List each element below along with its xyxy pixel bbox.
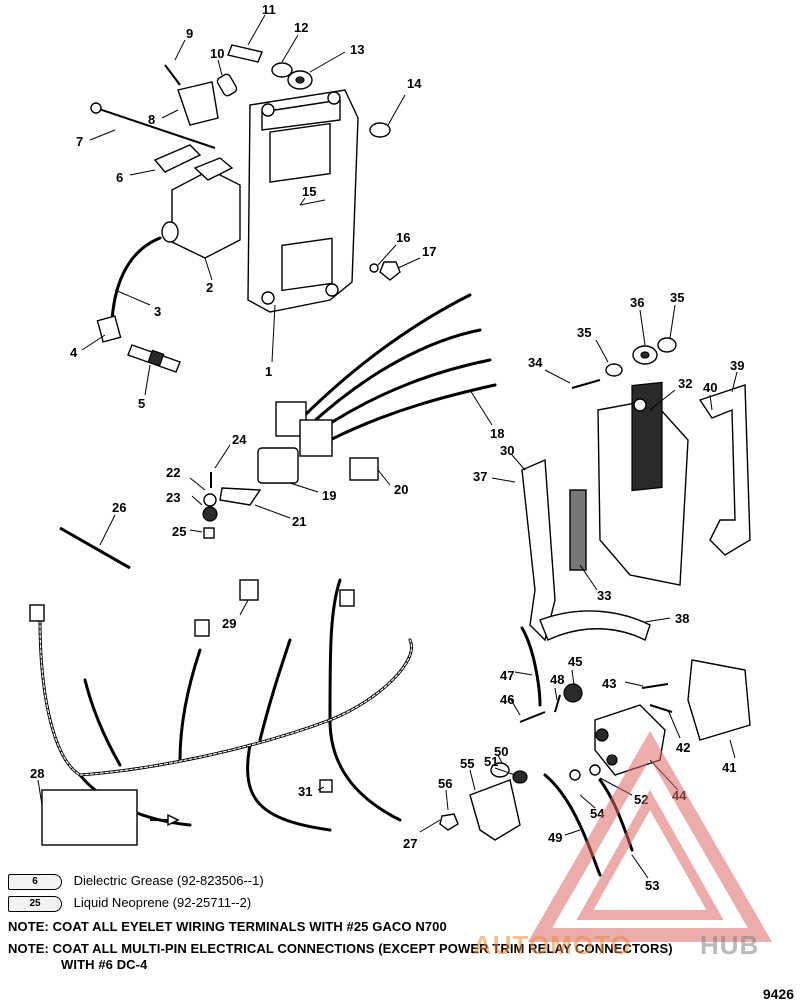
callout-28: 28 [30,766,44,781]
callout-55: 55 [460,756,474,771]
engine-wiring-harness [29,578,413,846]
callout-15: 15 [302,184,316,199]
spark-plug [127,344,181,373]
callout-16: 16 [396,230,410,245]
callout-3: 3 [154,304,161,319]
tube-icon: 25 [8,895,62,912]
watermark-logo [527,731,773,942]
callout-32: 32 [678,376,692,391]
callout-26: 26 [112,500,126,515]
callout-25: 25 [172,524,186,539]
callout-39: 39 [730,358,744,373]
legend-text: Liquid Neoprene (92-25711--2) [73,895,252,910]
figure-number: 9426 [762,986,794,1002]
note-1: NOTE: COAT ALL EYELET WIRING TERMINALS W… [8,919,447,934]
callout-17: 17 [422,244,436,259]
callout-7: 7 [76,134,83,149]
callout-36: 36 [630,295,644,310]
callout-51: 51 [484,754,498,769]
callout-35a: 35 [577,325,591,340]
callout-50: 50 [494,744,508,759]
legend-row-neoprene: 25 Liquid Neoprene (92-25711--2) [8,895,251,912]
callout-37: 37 [473,469,487,484]
callout-9: 9 [186,26,193,41]
tube-icon: 6 [8,873,62,890]
callout-8: 8 [148,112,155,127]
callout-48: 48 [550,672,564,687]
callout-49: 49 [548,830,562,845]
callout-46: 46 [500,692,514,707]
leader-lines [37,14,738,879]
callout-18: 18 [490,426,504,441]
sensor-bracket [177,81,219,126]
watermark-left: AUTOMOTO [473,930,632,960]
mounting-plate-41 [687,659,751,741]
terminal-cover [469,779,521,841]
note-2: NOTE: COAT ALL MULTI-PIN ELECTRICAL CONN… [8,941,673,956]
callout-56: 56 [438,776,452,791]
callout-33: 33 [597,588,611,603]
legend-row-dielectric: 6 Dielectric Grease (92-823506--1) [8,873,264,890]
callout-29: 29 [222,616,236,631]
callout-13: 13 [350,42,364,57]
callout-10: 10 [210,46,224,61]
callout-31: 31 [298,784,312,799]
watermark-right: HUB [700,930,760,960]
callout-34: 34 [528,355,543,370]
callout-22: 22 [166,465,180,480]
callout-42: 42 [676,740,690,755]
relay-harness [257,293,497,484]
callout-14: 14 [407,76,422,91]
callout-2: 2 [206,280,213,295]
callout-24: 24 [232,432,247,447]
ecm-bracket [698,384,751,556]
callout-23: 23 [166,490,180,505]
wire-bracket [521,458,556,642]
callout-27: 27 [403,836,417,851]
callout-38: 38 [675,611,689,626]
legend-text: Dielectric Grease (92-823506--1) [73,873,264,888]
callout-41: 41 [722,760,736,775]
ecm-module [597,381,689,586]
callout-43: 43 [602,676,616,691]
connector-block [569,489,587,571]
callout-5: 5 [138,396,145,411]
callout-6: 6 [116,170,123,185]
callout-11: 11 [262,2,276,17]
mount-bracket [539,610,651,641]
callout-45: 45 [568,654,582,669]
callout-19: 19 [322,488,336,503]
note-3: WITH #6 DC-4 [61,957,148,972]
callout-40: 40 [703,380,717,395]
callout-12: 12 [294,20,308,35]
ignition-coil [96,157,241,343]
callout-47: 47 [500,668,514,683]
callout-53: 53 [645,878,659,893]
callout-20: 20 [394,482,408,497]
callout-30: 30 [500,443,514,458]
long-bolt [90,102,216,149]
callout-4: 4 [70,345,78,360]
callout-35b: 35 [670,290,684,305]
callout-1: 1 [265,364,272,379]
callout-21: 21 [292,514,306,529]
coil-clamp [153,144,202,173]
